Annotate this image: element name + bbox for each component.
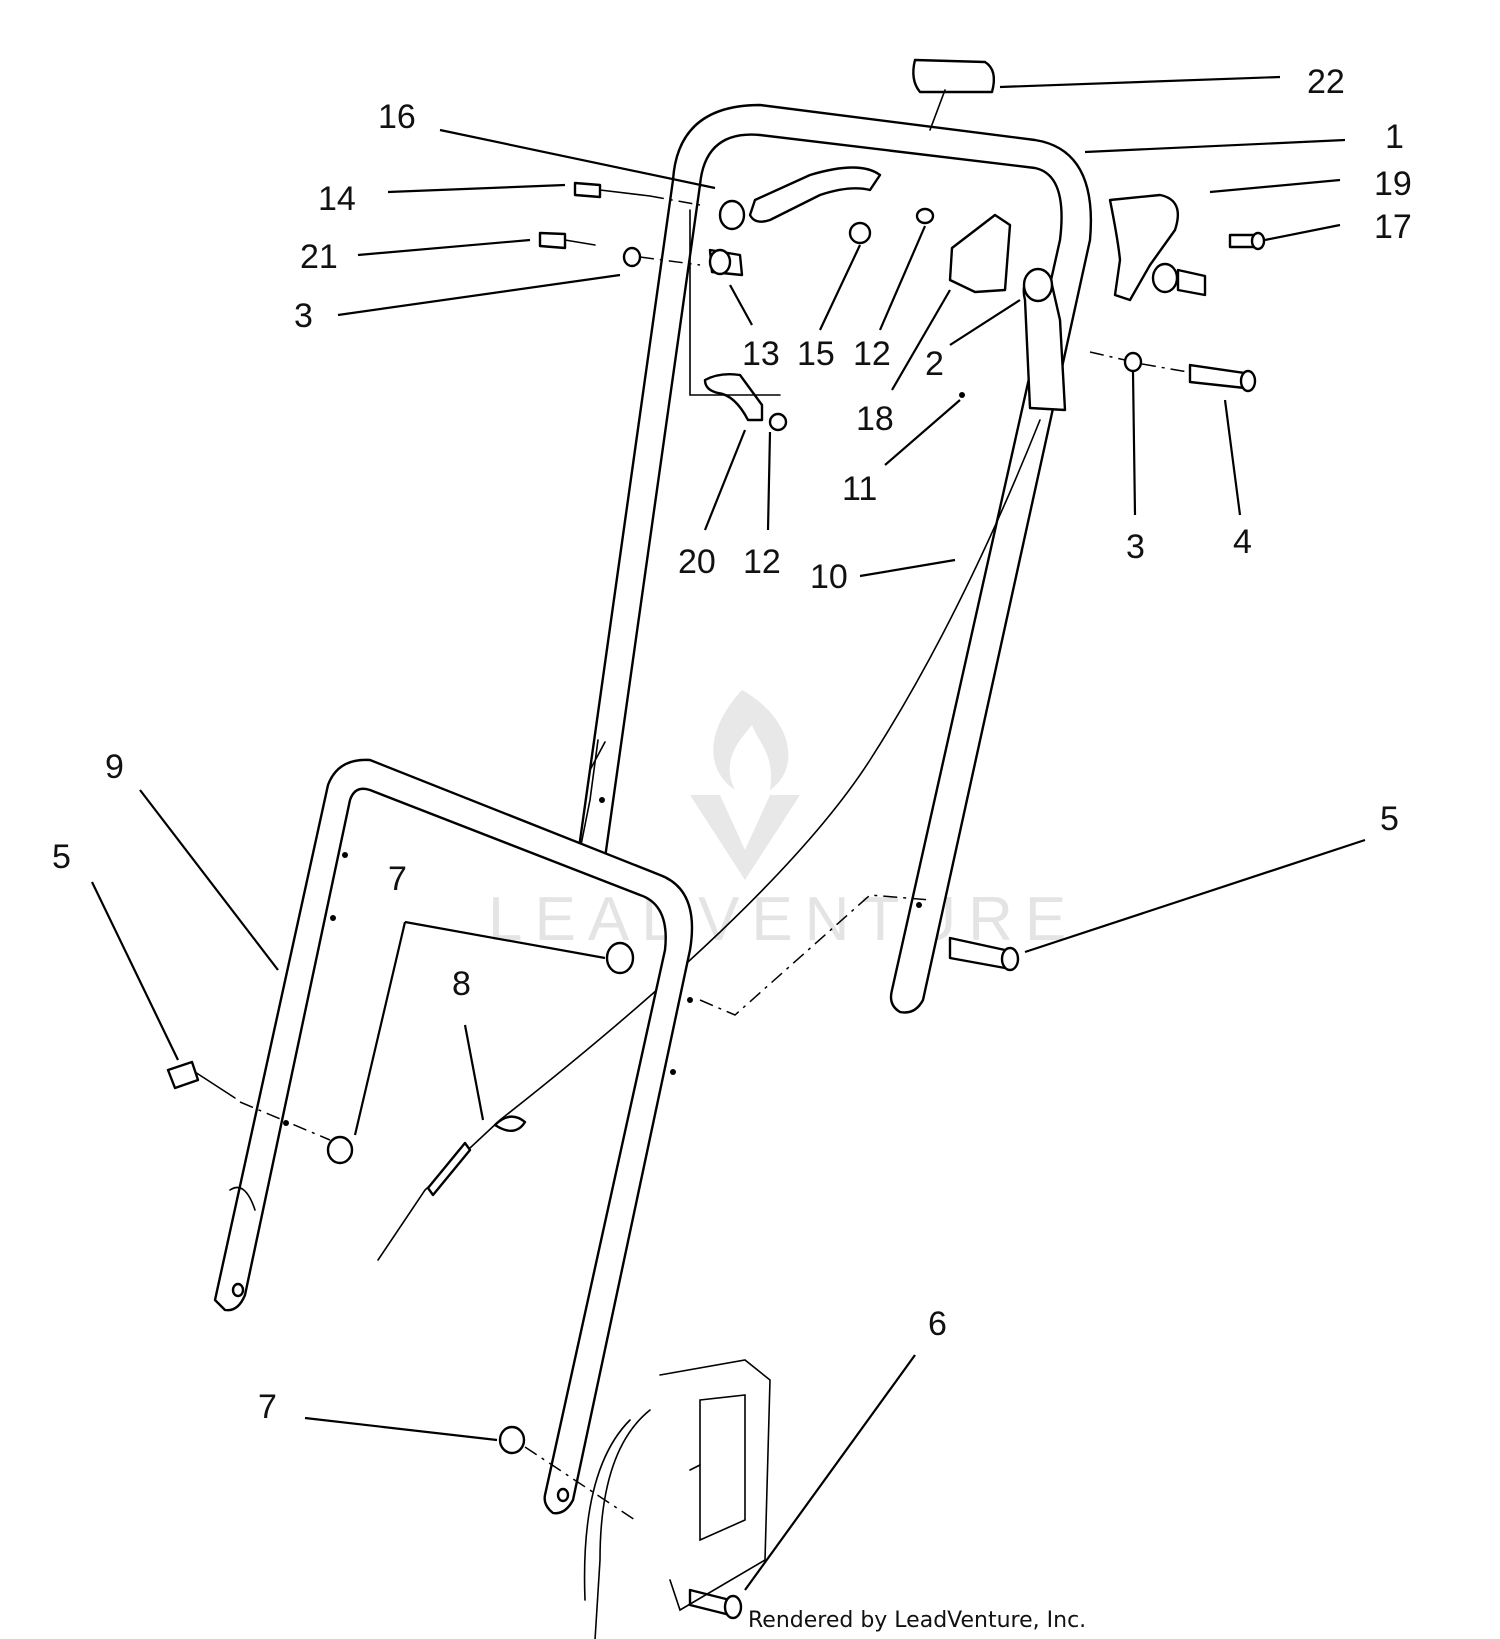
callout-17: 17	[1374, 208, 1412, 246]
callout-14: 14	[318, 180, 356, 218]
callout-18: 18	[856, 400, 894, 438]
callout-10: 10	[810, 558, 848, 596]
upper-handle	[576, 103, 1093, 1014]
callout-3-right: 3	[1126, 528, 1145, 566]
callout-11: 11	[842, 470, 877, 508]
watermark: LEADVENTURE	[488, 690, 1078, 954]
leader-lines	[91, 75, 1366, 1591]
callout-2: 2	[925, 345, 944, 383]
callout-1: 1	[1385, 118, 1404, 156]
callout-22: 22	[1307, 63, 1345, 101]
callout-5-left: 5	[52, 838, 71, 876]
render-credit: Rendered by LeadVenture, Inc.	[748, 1608, 1086, 1633]
callout-7-lower: 7	[258, 1388, 277, 1426]
watermark-text: LEADVENTURE	[488, 885, 1078, 954]
callout-12-lower: 12	[743, 543, 781, 581]
callouts: 22 1 19 17 16 14 21 3 13 15 12 2 18 11 3…	[52, 63, 1412, 1426]
callout-13: 13	[742, 335, 780, 373]
fasteners-lower	[166, 894, 1020, 1620]
callout-21: 21	[300, 238, 338, 276]
callout-15: 15	[797, 335, 835, 373]
callout-9: 9	[105, 748, 124, 786]
callout-16: 16	[378, 98, 416, 136]
fasteners-left	[538, 181, 701, 268]
grip	[912, 58, 996, 94]
watermark-flame-icon	[713, 690, 789, 790]
callout-12-upper: 12	[853, 335, 891, 373]
callout-20: 20	[678, 543, 716, 581]
callout-8: 8	[452, 965, 471, 1003]
callout-7-upper: 7	[388, 860, 407, 898]
callout-3-upper-left: 3	[294, 297, 313, 335]
callout-6: 6	[928, 1305, 947, 1343]
frame-bracket	[583, 1359, 771, 1639]
control-assembly	[689, 166, 1266, 432]
fasteners-right	[1089, 351, 1257, 393]
lower-handle	[213, 758, 694, 1515]
callout-5-right: 5	[1380, 800, 1399, 838]
cable	[377, 419, 1041, 1261]
watermark-v-icon	[690, 795, 800, 880]
callout-19: 19	[1374, 165, 1412, 203]
callout-4: 4	[1233, 523, 1252, 561]
